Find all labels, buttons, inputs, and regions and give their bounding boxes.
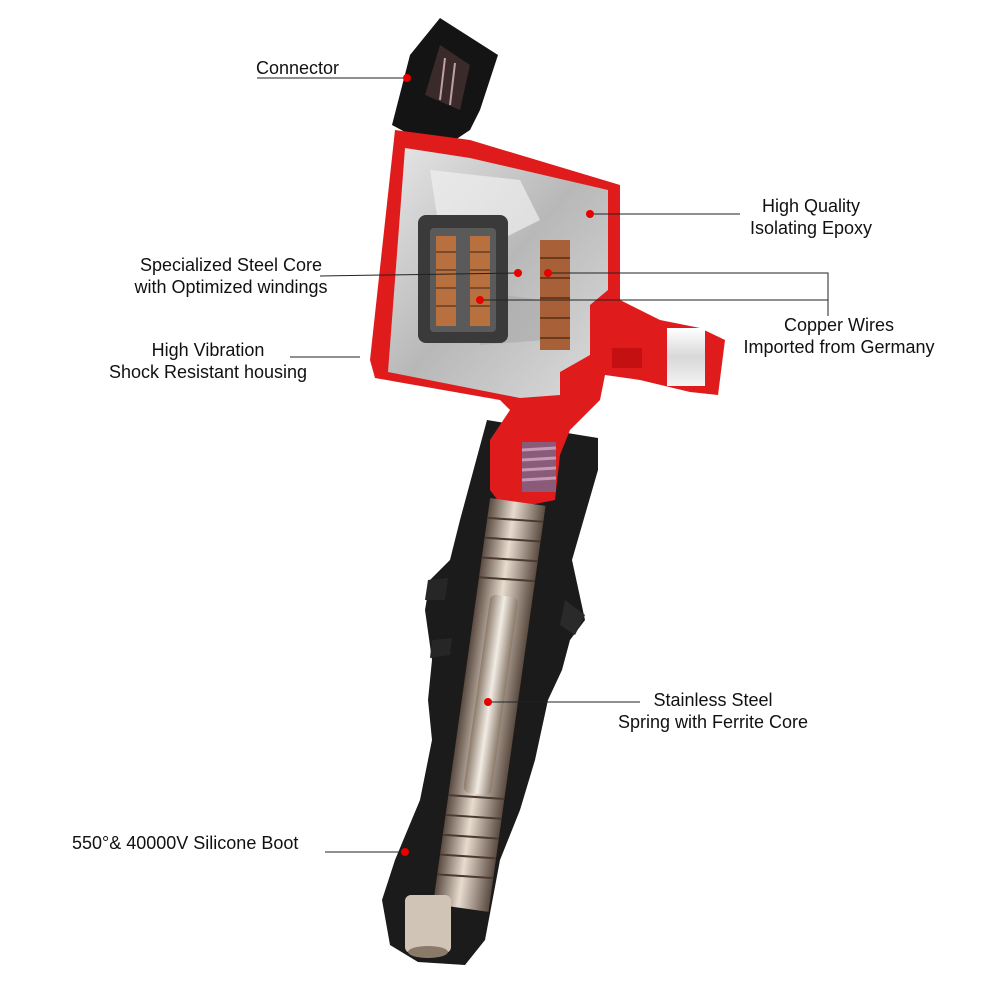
callout-lines — [257, 77, 829, 853]
terminal-tip — [405, 895, 451, 958]
label-spring: Stainless Steel Spring with Ferrite Core — [617, 690, 809, 732]
label-housing: High Vibration Shock Resistant housing — [108, 340, 308, 382]
callout-dot-copper-b — [476, 296, 484, 304]
primary-winding — [436, 236, 490, 326]
label-boot: 550°& 40000V Silicone Boot — [72, 833, 299, 853]
upper-coil-spring — [521, 442, 557, 492]
callout-line-steel-core — [319, 272, 519, 277]
connector-part — [392, 18, 498, 140]
callout-dot-spring — [484, 698, 492, 706]
callout-dot-boot — [401, 848, 409, 856]
callout-dot-copper-a — [544, 269, 552, 277]
callout-dots — [401, 74, 594, 856]
callout-dot-connector — [403, 74, 411, 82]
secondary-winding — [540, 240, 570, 350]
label-steel-core: Specialized Steel Core with Optimized wi… — [134, 255, 328, 297]
label-epoxy: High Quality Isolating Epoxy — [749, 196, 873, 238]
label-connector: Connector — [256, 58, 340, 78]
callout-line-copper-wires — [480, 272, 829, 301]
label-copper-wires: Copper Wires Imported from Germany — [743, 315, 935, 357]
steel-core — [418, 215, 508, 343]
callout-dot-steel-core — [514, 269, 522, 277]
callout-dot-epoxy — [586, 210, 594, 218]
